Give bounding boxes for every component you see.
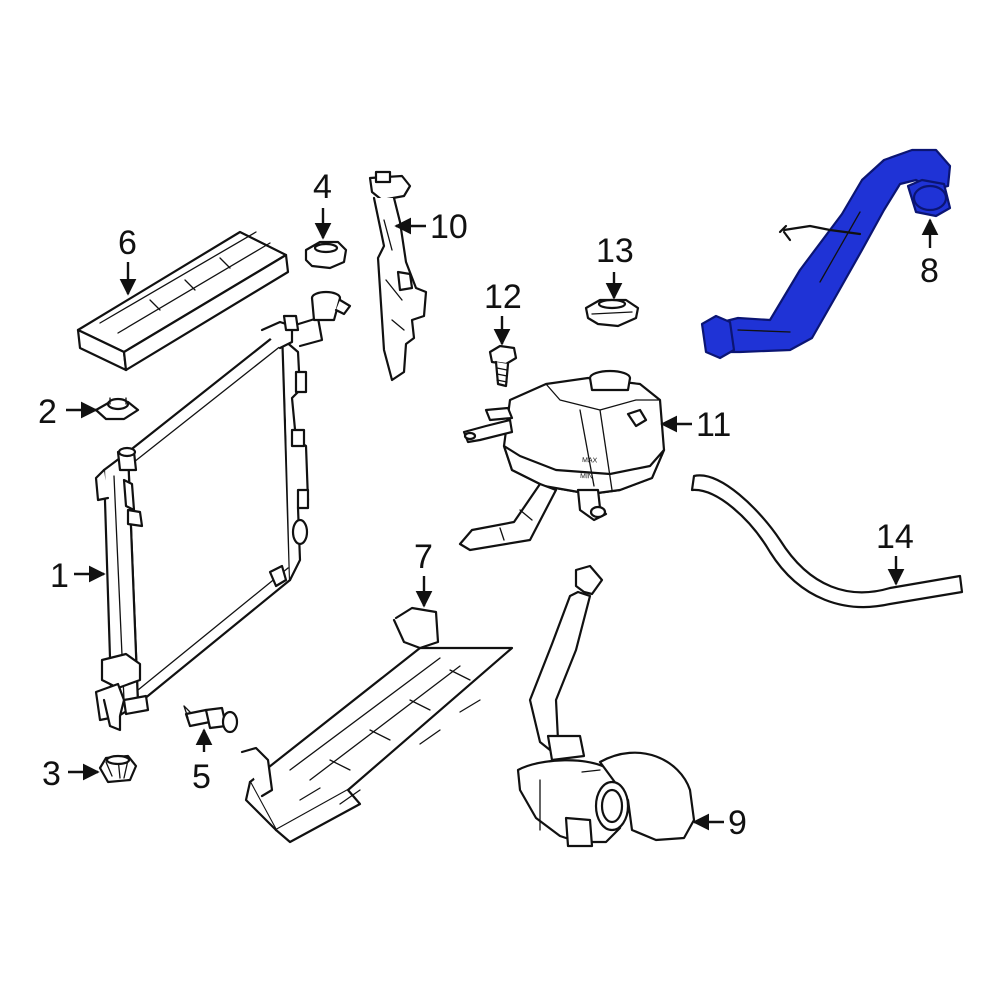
callout-13: 13 — [596, 232, 634, 270]
side-air-seal[interactable] — [368, 170, 428, 382]
lower-mount-bushing[interactable] — [98, 754, 138, 784]
upper-mount-bushing[interactable] — [94, 397, 140, 421]
callout-7: 7 — [414, 538, 433, 576]
callout-4: 4 — [313, 168, 332, 206]
callout-1: 1 — [50, 557, 69, 595]
callout-5: 5 — [192, 758, 211, 796]
callout-8: 8 — [920, 252, 939, 290]
callout-12: 12 — [484, 278, 522, 316]
lower-air-deflector[interactable] — [240, 606, 514, 844]
callout-2: 2 — [38, 393, 57, 431]
reservoir-cap[interactable] — [584, 298, 640, 328]
upper-radiator-shield[interactable] — [76, 230, 290, 372]
radiator-cap[interactable] — [304, 240, 348, 270]
callout-6: 6 — [118, 224, 137, 262]
lower-radiator-hose[interactable] — [516, 564, 696, 848]
reservoir-bolt[interactable] — [488, 344, 518, 388]
overflow-hose[interactable] — [690, 474, 964, 609]
callout-14: 14 — [876, 518, 914, 556]
reservoir-max-mark: MAX — [582, 457, 598, 465]
callout-arrows — [66, 208, 939, 831]
upper-radiator-hose[interactable] — [700, 148, 952, 360]
callout-10: 10 — [430, 208, 468, 246]
drain-plug[interactable] — [183, 705, 239, 734]
callout-11: 11 — [696, 406, 731, 444]
reservoir-min-mark: MIN — [580, 473, 593, 480]
callout-9: 9 — [728, 804, 747, 842]
callout-3: 3 — [42, 755, 61, 793]
radiator[interactable] — [94, 290, 352, 732]
callout-numbers: 1 2 3 4 5 6 7 8 9 10 11 12 13 14 — [38, 168, 939, 842]
coolant-reservoir[interactable]: MAX MIN — [458, 369, 666, 552]
